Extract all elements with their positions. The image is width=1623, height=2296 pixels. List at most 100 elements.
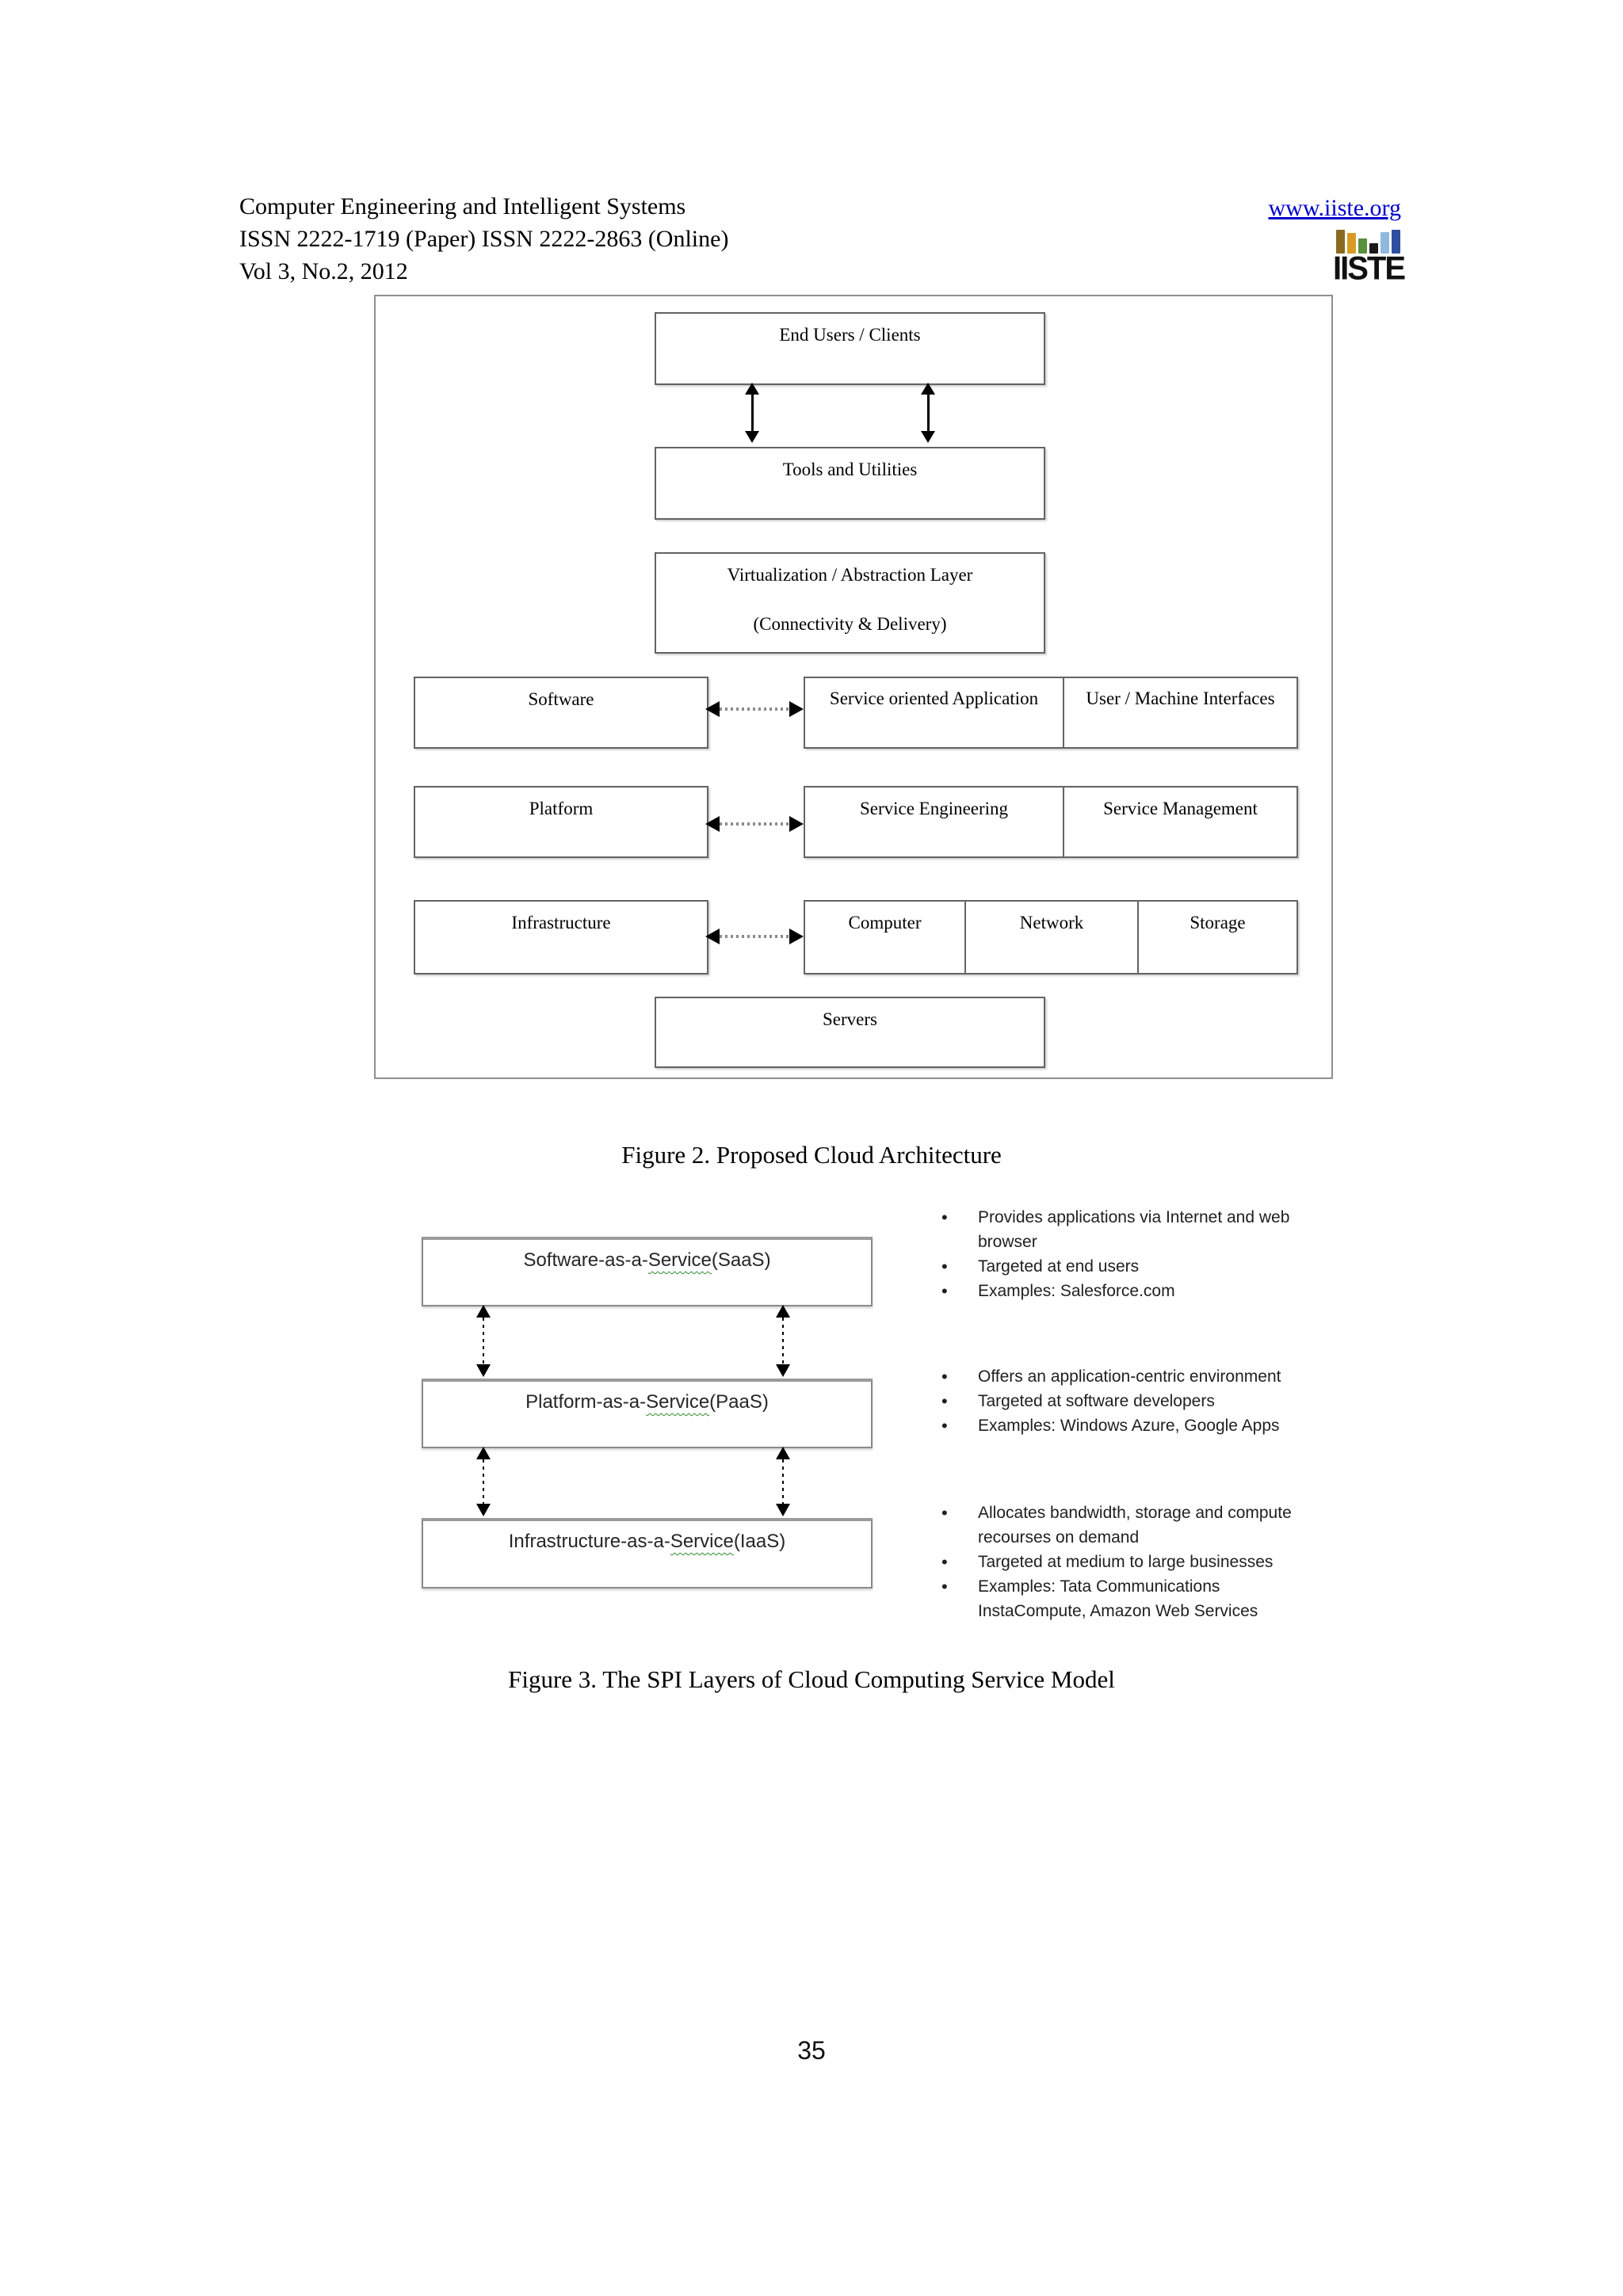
arrowhead-right-icon — [789, 816, 804, 832]
page-number: 35 — [797, 2036, 826, 2065]
bullet-item: Allocates bandwidth, storage and compute… — [938, 1501, 1350, 1550]
node-computer: Computer — [848, 913, 922, 933]
bullet-item: Examples: Windows Azure, Google Apps — [938, 1413, 1350, 1438]
bullet-item: Examples: Tata Communications InstaCompu… — [938, 1574, 1350, 1623]
arrowhead-down-icon — [745, 431, 759, 443]
arrowhead-right-icon — [789, 701, 804, 717]
layer-iaas: Infrastructure-as-a-Service(IaaS) — [422, 1518, 873, 1589]
arrowhead-left-icon — [705, 929, 720, 944]
logo-bar — [1392, 230, 1400, 254]
layer-label: Software-as-a-Service(SaaS) — [523, 1240, 770, 1272]
double-arrow-vertical-icon — [745, 383, 759, 443]
arrow-shaft — [483, 1318, 484, 1364]
dashed-double-arrow-icon — [476, 1447, 491, 1516]
saas-bullet-list: Provides applications via Internet and w… — [938, 1205, 1350, 1303]
node-label: Platform — [529, 799, 594, 818]
logo-bar — [1336, 230, 1345, 254]
figure2-diagram: End Users / Clients Tools and Utilities … — [374, 295, 1333, 1079]
node-virtualization: Virtualization / Abstraction Layer (Conn… — [655, 552, 1045, 654]
bullet-item: Targeted at medium to large businesses — [938, 1550, 1350, 1574]
journal-volume: Vol 3, No.2, 2012 — [239, 258, 408, 284]
layer-label: Platform-as-a-Service(PaaS) — [525, 1382, 769, 1413]
node-group-application: Service oriented Application User / Mach… — [804, 677, 1298, 749]
arrowhead-down-icon — [476, 1504, 491, 1516]
bullet-line: Targeted at software developers — [978, 1392, 1215, 1410]
dashed-double-arrow-icon — [476, 1305, 491, 1377]
arrowhead-right-icon — [789, 929, 804, 944]
bullet-line: InstaCompute, Amazon Web Services — [978, 1602, 1258, 1620]
iaas-bullet-list: Allocates bandwidth, storage and compute… — [938, 1501, 1350, 1623]
layer-paas: Platform-as-a-Service(PaaS) — [422, 1379, 873, 1448]
node-group-service: Service Engineering Service Management — [804, 786, 1298, 858]
arrowhead-down-icon — [476, 1364, 491, 1377]
node-label-line2: (Connectivity & Delivery) — [753, 614, 947, 634]
iiste-logo-bars-icon — [1333, 228, 1406, 254]
arrowhead-up-icon — [776, 1305, 790, 1318]
bullet-line: Examples: Salesforce.com — [978, 1282, 1175, 1300]
bullet-item: Provides applications via Internet and w… — [938, 1205, 1350, 1254]
arrowhead-down-icon — [776, 1364, 790, 1377]
logo-bar — [1347, 233, 1356, 254]
dashed-double-arrow-icon — [776, 1447, 790, 1516]
node-label-line1: Virtualization / Abstraction Layer — [727, 565, 973, 585]
arrow-shaft — [750, 395, 754, 431]
arrow-shaft — [926, 395, 930, 431]
label-prefix: Software-as-a- — [523, 1249, 648, 1271]
bullet-line: Targeted at end users — [978, 1257, 1140, 1276]
arrowhead-up-icon — [745, 383, 759, 395]
bullet-line: Examples: Windows Azure, Google Apps — [978, 1417, 1280, 1435]
figure2-caption: Figure 2. Proposed Cloud Architecture — [621, 1141, 1002, 1169]
bullet-line: Allocates bandwidth, storage and compute — [978, 1504, 1292, 1522]
arrowhead-up-icon — [476, 1305, 491, 1318]
journal-header: Computer Engineering and Intelligent Sys… — [239, 190, 728, 288]
arrowhead-left-icon — [705, 701, 720, 717]
arrow-shaft — [483, 1459, 484, 1504]
dashed-double-arrow-icon — [776, 1305, 790, 1377]
journal-issn: ISSN 2222-1719 (Paper) ISSN 2222-2863 (O… — [239, 226, 729, 252]
node-end-users: End Users / Clients — [655, 312, 1045, 385]
bullet-line: Offers an application-centric environmen… — [978, 1367, 1281, 1386]
bullet-line: Examples: Tata Communications — [978, 1577, 1220, 1596]
journal-title: Computer Engineering and Intelligent Sys… — [239, 193, 686, 219]
layer-label: Infrastructure-as-a-Service(IaaS) — [509, 1521, 785, 1553]
label-wavy-spellcheck: Service — [646, 1391, 710, 1413]
node-label: Infrastructure — [511, 913, 611, 933]
bullet-line: Targeted at medium to large businesses — [978, 1553, 1274, 1571]
node-service-management: Service Management — [1063, 788, 1296, 856]
arrowhead-up-icon — [921, 383, 935, 395]
node-service-oriented-application: Service oriented Application — [829, 688, 1039, 708]
arrowhead-down-icon — [921, 431, 935, 443]
arrow-shaft — [720, 935, 789, 938]
bullet-item: Targeted at software developers — [938, 1389, 1350, 1413]
figure3-caption: Figure 3. The SPI Layers of Cloud Comput… — [508, 1665, 1115, 1693]
node-storage: Storage — [1137, 902, 1296, 973]
logo-bar — [1358, 238, 1367, 254]
arrow-shaft — [782, 1318, 784, 1364]
arrowhead-up-icon — [776, 1447, 790, 1459]
node-group-resources: Computer Network Storage — [804, 900, 1298, 974]
arrow-shaft — [720, 822, 789, 826]
node-label: Servers — [823, 1009, 877, 1029]
label-prefix: Platform-as-a- — [525, 1391, 647, 1413]
label-suffix: (PaaS) — [709, 1391, 769, 1413]
label-wavy-spellcheck: Service — [670, 1531, 734, 1552]
label-suffix: (IaaS) — [733, 1531, 786, 1552]
label-suffix: (SaaS) — [711, 1249, 771, 1271]
layer-saas: Software-as-a-Service(SaaS) — [422, 1237, 873, 1306]
bullet-item: Offers an application-centric environmen… — [938, 1364, 1350, 1389]
node-tools: Tools and Utilities — [655, 447, 1045, 520]
arrow-shaft — [720, 707, 789, 711]
label-wavy-spellcheck: Service — [647, 1249, 712, 1271]
bullet-line: Provides applications via Internet and w… — [978, 1208, 1290, 1226]
node-platform: Platform — [414, 786, 708, 858]
node-servers: Servers — [655, 997, 1045, 1068]
label-prefix: Infrastructure-as-a- — [508, 1531, 670, 1552]
iiste-logo-text: IISTE — [1333, 250, 1406, 288]
website-link[interactable]: www.iiste.org — [1268, 195, 1402, 221]
node-label: Tools and Utilities — [782, 460, 918, 479]
bullet-line: browser — [978, 1233, 1037, 1251]
double-arrow-horizontal-icon — [705, 701, 804, 717]
paas-bullet-list: Offers an application-centric environmen… — [938, 1364, 1350, 1438]
arrowhead-left-icon — [705, 816, 720, 832]
